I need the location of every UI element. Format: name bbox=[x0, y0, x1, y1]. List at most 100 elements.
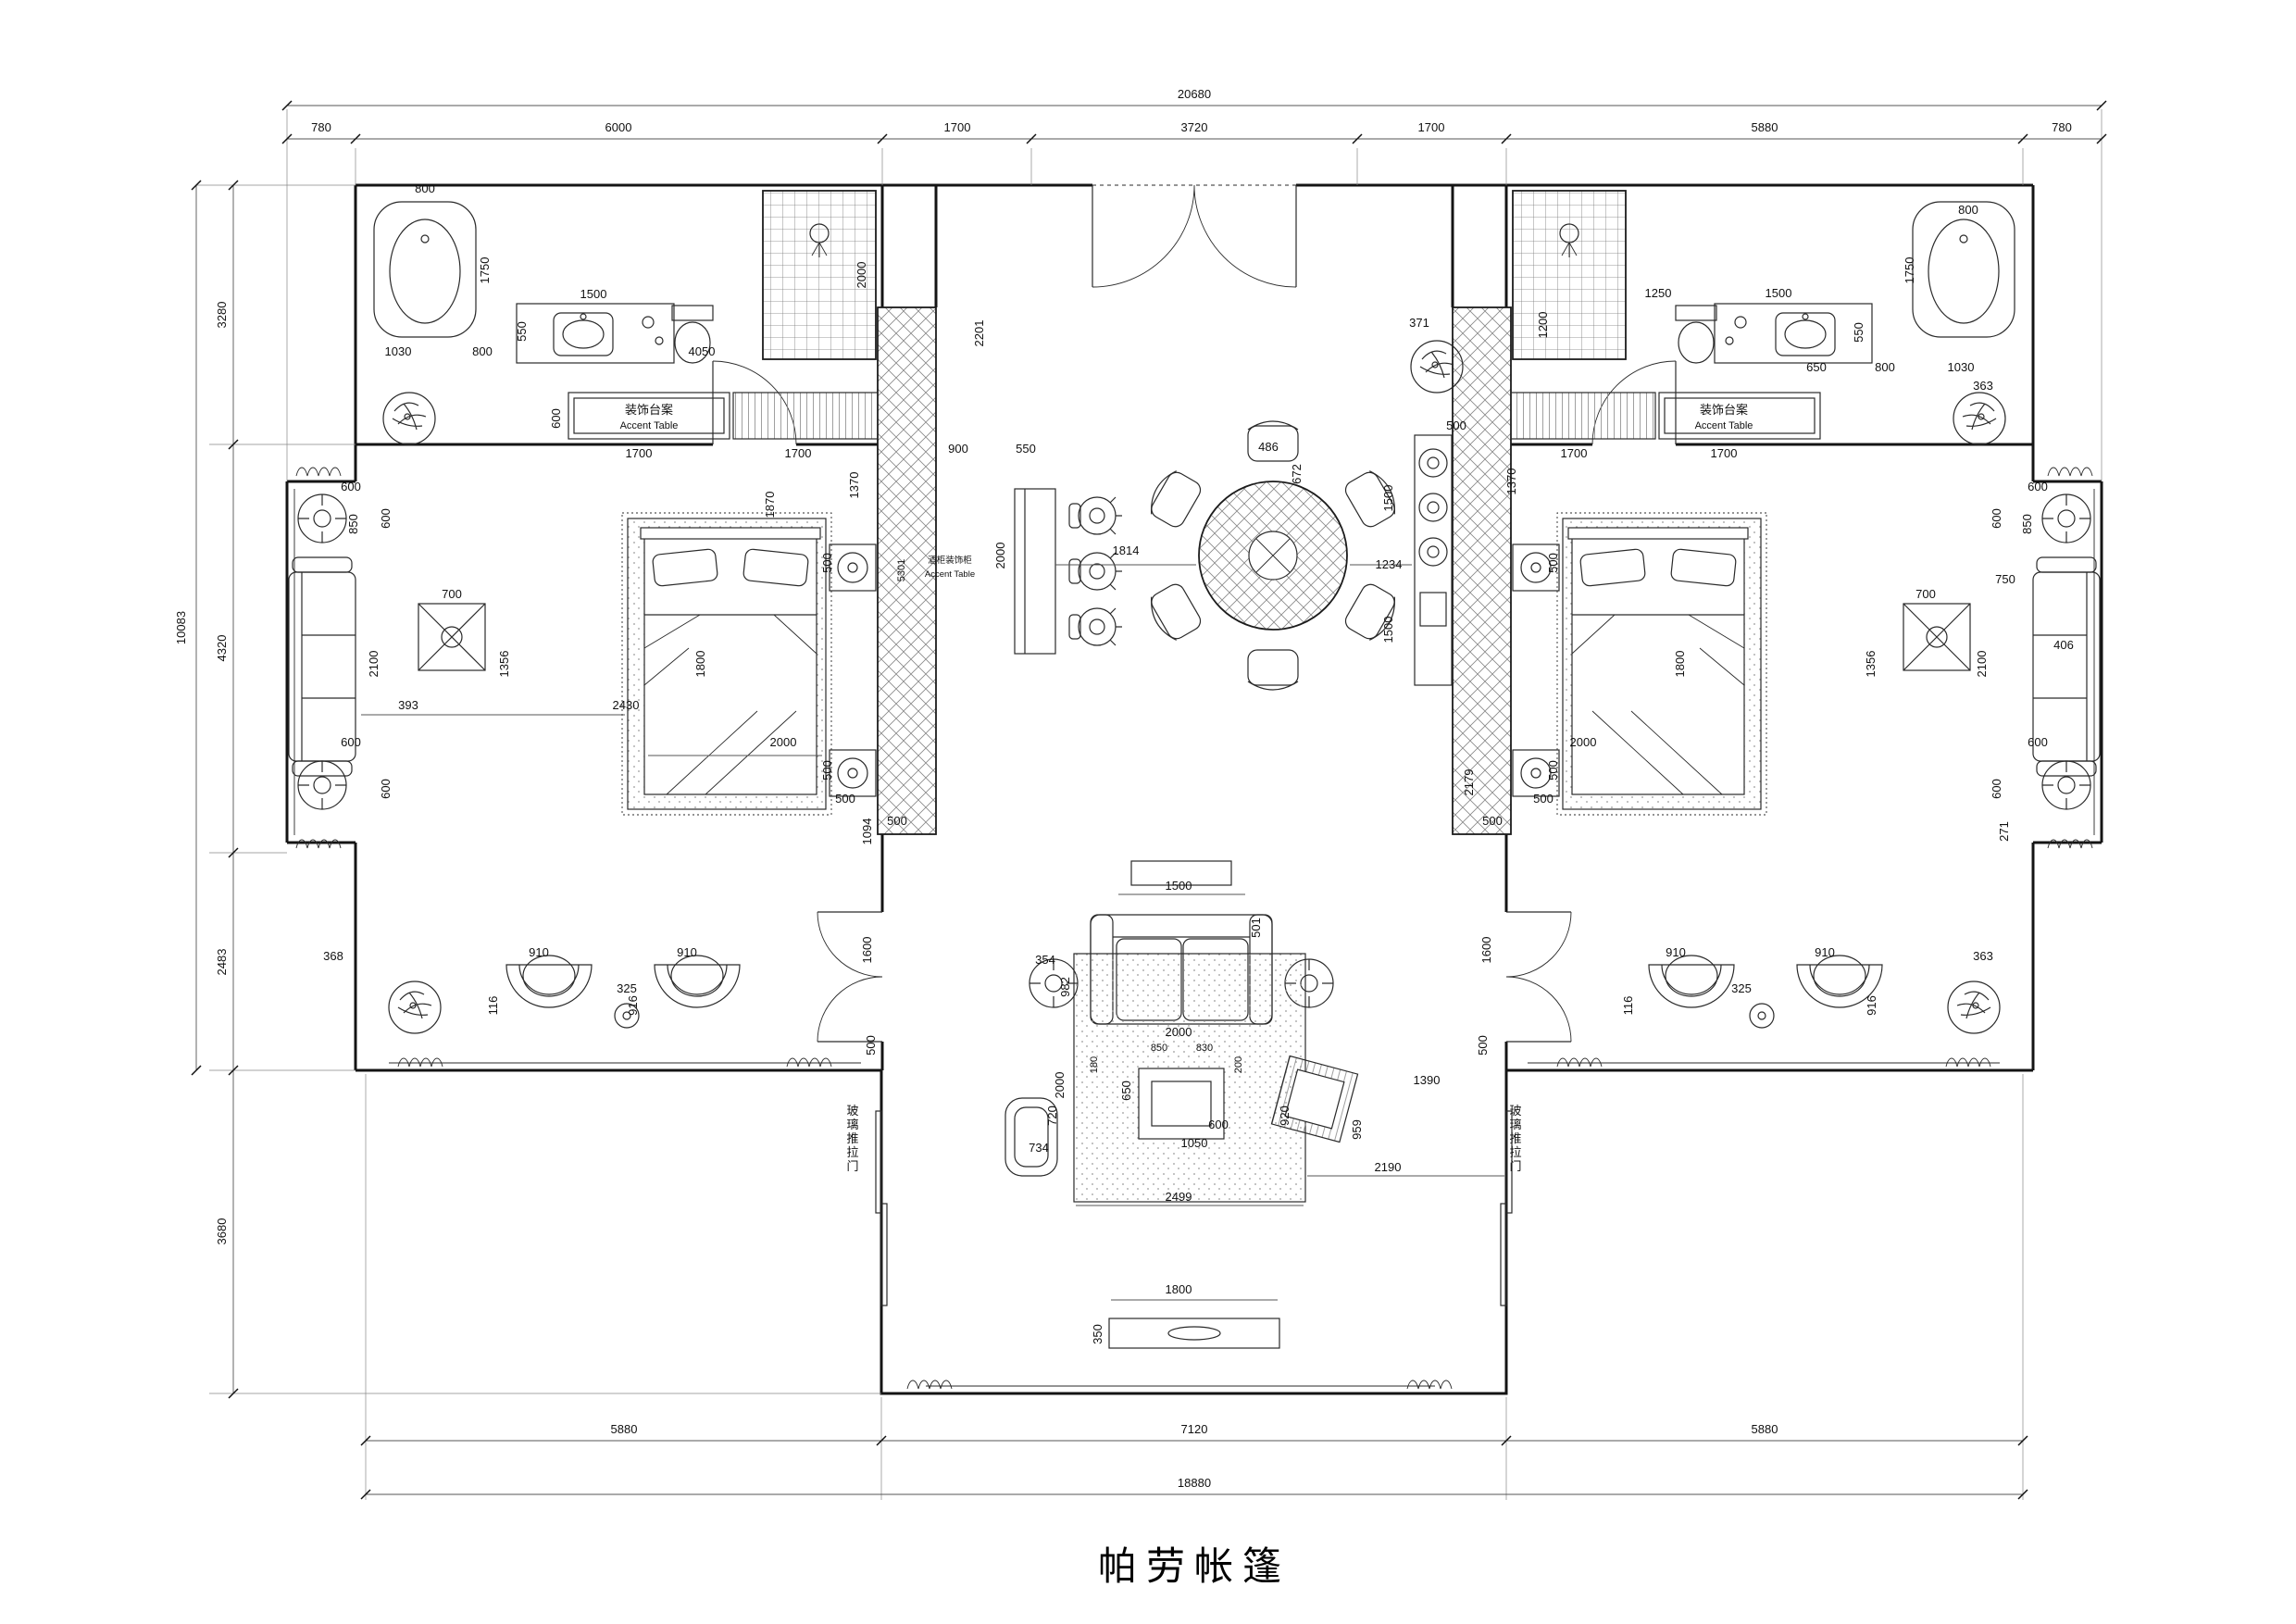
dim-label: 271 bbox=[1997, 821, 2011, 842]
dim-label: 850 bbox=[1151, 1043, 1167, 1054]
glass-sliding-door bbox=[875, 1110, 1513, 1306]
bar-column bbox=[1414, 434, 1453, 686]
dim-label: 325 bbox=[617, 981, 637, 995]
suite-entry-doors bbox=[817, 911, 883, 1043]
dim-label: 501 bbox=[1249, 918, 1263, 938]
dim-label: 910 bbox=[677, 945, 697, 959]
dim-label: 550 bbox=[515, 321, 529, 342]
dim-label: 368 bbox=[323, 949, 343, 963]
side-table bbox=[297, 760, 347, 810]
central-area bbox=[875, 183, 1513, 1395]
curtain-coil-icon bbox=[397, 1057, 443, 1068]
wardrobe-cabinet bbox=[877, 306, 937, 835]
dim-label: 1500 bbox=[1166, 879, 1192, 893]
dim-label: 500 bbox=[1476, 1035, 1490, 1056]
dim-label: 6000 bbox=[605, 120, 632, 134]
lounge-chair bbox=[1004, 1097, 1058, 1177]
curtain-coil-icon bbox=[1406, 1380, 1453, 1390]
armchair bbox=[505, 955, 593, 1008]
dim-label: 2483 bbox=[215, 949, 229, 976]
dim-label: 1700 bbox=[1561, 446, 1588, 460]
dim-label: 4050 bbox=[689, 344, 716, 358]
label-accent-table: 装饰台案 bbox=[625, 404, 673, 418]
dim-label: 1700 bbox=[626, 446, 653, 460]
dim-label: 1750 bbox=[478, 257, 492, 284]
dim-label: 1356 bbox=[497, 651, 511, 678]
dim-label: 550 bbox=[1852, 322, 1866, 343]
dim-label: 393 bbox=[398, 698, 418, 712]
dim-label: 750 bbox=[1995, 572, 2015, 586]
dim-label: 600 bbox=[2028, 735, 2048, 749]
dim-label: 650 bbox=[1119, 1081, 1133, 1101]
curtain-coil-icon bbox=[295, 467, 342, 477]
dim-label: 3680 bbox=[215, 1218, 229, 1245]
dimension-lines bbox=[191, 100, 2107, 1500]
label-accent-table: 装饰台案 bbox=[1700, 404, 1748, 418]
dim-label: 1250 bbox=[1645, 286, 1672, 300]
dim-label: 2000 bbox=[1053, 1072, 1067, 1099]
dim-label: 5880 bbox=[1752, 120, 1778, 134]
bathtub bbox=[373, 201, 477, 338]
dim-label: 3280 bbox=[215, 302, 229, 329]
dim-label: 600 bbox=[1208, 1118, 1229, 1131]
dim-label: 910 bbox=[1815, 945, 1835, 959]
entry-doors bbox=[1092, 184, 1297, 288]
dim-label: 2000 bbox=[993, 543, 1007, 569]
dining-table bbox=[1198, 481, 1348, 631]
dim-label: 1030 bbox=[385, 344, 412, 358]
label-accent-table-en: Accent Table bbox=[1695, 420, 1753, 431]
dim-label: 1700 bbox=[785, 446, 812, 460]
dining-side-chair bbox=[1068, 607, 1123, 646]
dim-label: 1700 bbox=[1711, 446, 1738, 460]
dim-label: 1200 bbox=[1536, 312, 1550, 339]
dim-label: 500 bbox=[1446, 418, 1466, 432]
dim-label: 720 bbox=[1045, 1106, 1059, 1126]
dim-label: 780 bbox=[2052, 120, 2072, 134]
dining-chair bbox=[1143, 466, 1204, 531]
dim-label: 2000 bbox=[770, 735, 797, 749]
label-glass-sliding-door: 玻璃推拉门 bbox=[846, 1105, 858, 1174]
dim-label: 600 bbox=[341, 735, 361, 749]
dim-label: 2100 bbox=[1975, 651, 1989, 678]
dining-side-chair bbox=[1068, 496, 1123, 535]
dim-label: 1600 bbox=[860, 937, 874, 964]
dim-left-total: 10083 bbox=[174, 611, 188, 644]
dim-label: 916 bbox=[626, 995, 640, 1016]
dim-label: 500 bbox=[1546, 760, 1560, 781]
dim-label: 1700 bbox=[944, 120, 971, 134]
dim-label: 2201 bbox=[972, 320, 986, 347]
dim-label: 1800 bbox=[1166, 1282, 1192, 1296]
dim-label: 650 bbox=[1806, 360, 1827, 374]
lamp-table bbox=[614, 1003, 640, 1029]
dim-label: 325 bbox=[1731, 981, 1752, 995]
label-wine-cabinet: 酒柜装饰柜 bbox=[928, 555, 972, 566]
dim-label: 600 bbox=[1990, 779, 2003, 799]
side-table bbox=[297, 493, 347, 543]
dim-label: 600 bbox=[549, 408, 563, 429]
dim-label: 2190 bbox=[1375, 1160, 1402, 1174]
dim-label: 500 bbox=[864, 1035, 878, 1056]
dining-chair bbox=[1247, 649, 1299, 691]
dim-label: 1800 bbox=[693, 651, 707, 678]
right-suite bbox=[1453, 185, 2102, 1070]
dim-label: 920 bbox=[1278, 1106, 1292, 1126]
dim-label: 910 bbox=[1666, 945, 1686, 959]
dim-label: 700 bbox=[1915, 587, 1936, 601]
dim-label: 734 bbox=[1029, 1141, 1049, 1155]
accent-chair bbox=[1270, 1055, 1359, 1143]
dim-label: 1370 bbox=[847, 472, 861, 499]
dim-label: 500 bbox=[820, 553, 834, 573]
dim-label: 600 bbox=[379, 779, 393, 799]
dim-label: 800 bbox=[415, 181, 435, 195]
dim-label: 371 bbox=[1409, 316, 1429, 330]
dim-label: 800 bbox=[1958, 203, 1978, 217]
coffee-table bbox=[1138, 1068, 1225, 1140]
dim-label: 354 bbox=[1035, 953, 1055, 967]
dim-label: 1500 bbox=[1381, 617, 1395, 643]
dim-label: 500 bbox=[887, 814, 907, 828]
dim-label: 800 bbox=[1875, 360, 1895, 374]
dim-label: 1700 bbox=[1418, 120, 1445, 134]
dim-label: 982 bbox=[1058, 977, 1072, 997]
